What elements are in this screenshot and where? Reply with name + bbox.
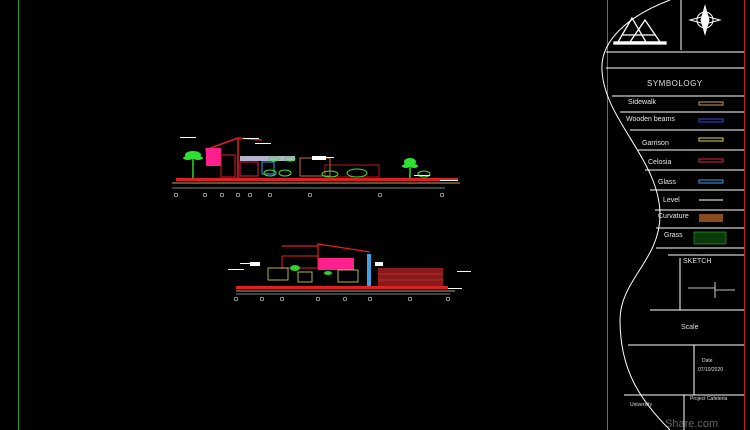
white-panel <box>250 262 260 266</box>
elevation-drawing-top[interactable] <box>172 137 460 198</box>
project-label: Project Cafeteria <box>690 396 728 402</box>
frame-right-green <box>607 0 608 430</box>
north-arrow-icon <box>688 4 722 36</box>
wall-right <box>299 157 331 177</box>
pink-wall <box>206 148 221 166</box>
frame-left-green <box>18 0 19 430</box>
legend-label-celosia: Celosia <box>648 159 672 166</box>
legend-label-grass: Grass <box>664 232 683 239</box>
wall-block <box>281 255 319 269</box>
ground-band <box>236 286 448 289</box>
shrubs <box>267 267 359 283</box>
frame-right-red <box>744 0 745 430</box>
legend-label-sidewalk: Sidewalk <box>628 99 657 106</box>
glass-panel <box>261 161 275 175</box>
watermark-text: Share.com <box>665 418 719 430</box>
logo-emblem <box>613 16 667 45</box>
symbology-title: SYMBOLOGY <box>647 79 703 88</box>
glazing <box>240 156 295 161</box>
palm-tree-right <box>402 158 418 179</box>
sketch-label: SKETCH <box>683 258 712 265</box>
university-label: University <box>630 402 652 408</box>
date-value: 07/10/2020 <box>698 367 724 373</box>
hatch-pattern <box>378 273 443 281</box>
roof-line <box>204 137 263 151</box>
legend-label-wooden-beams: Wooden beams <box>626 116 675 123</box>
sketch-thumbnail <box>688 282 735 298</box>
pink-wall <box>318 258 354 270</box>
wall-block <box>220 154 236 178</box>
axis-bubbles <box>233 296 451 302</box>
curvature-hatch <box>378 268 443 286</box>
scale-label: Scale <box>681 324 699 331</box>
legend-label-garrison: Garrison <box>642 140 669 147</box>
level-markers <box>228 263 471 289</box>
legend-label-glass: Glass <box>658 179 676 186</box>
legend-label-curvature: Curvature <box>658 213 689 220</box>
axis-bubbles <box>173 192 445 198</box>
legend-label-level: Level <box>663 197 680 204</box>
title-block-outline <box>601 0 744 430</box>
celosia <box>239 161 259 177</box>
palm-tree-left <box>183 151 203 178</box>
elevation-drawing-bottom[interactable] <box>228 243 471 302</box>
date-label: Date <box>702 358 713 364</box>
ground-band <box>176 178 458 181</box>
shrubs <box>263 156 431 178</box>
roof-line <box>282 243 371 253</box>
level-markers <box>180 137 458 181</box>
legend-swatches <box>693 101 727 245</box>
shrubs <box>290 265 332 275</box>
glass-panel <box>367 254 371 286</box>
white-panel <box>375 262 383 266</box>
